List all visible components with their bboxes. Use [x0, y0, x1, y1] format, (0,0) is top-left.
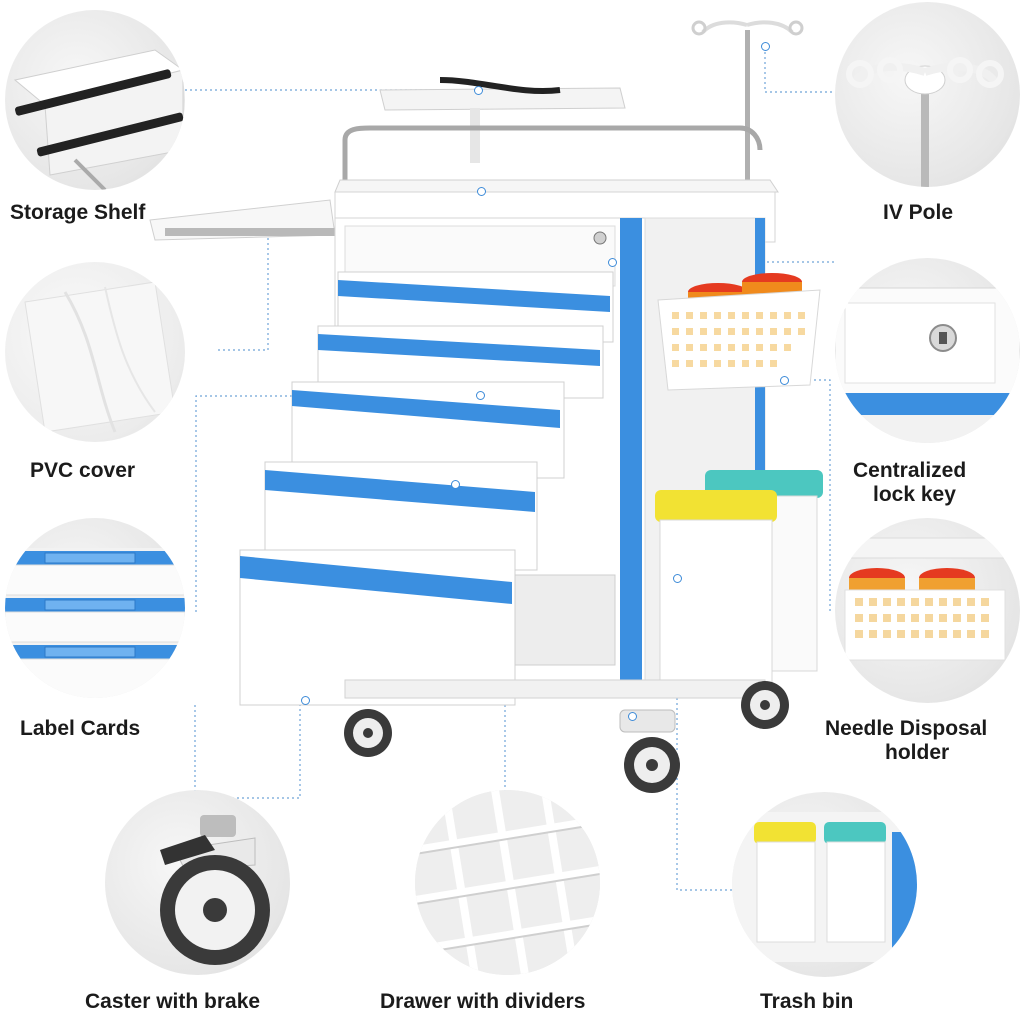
callout-dot-needle — [780, 376, 789, 385]
storage-shelf-label: Storage Shelf — [10, 201, 146, 224]
callout-dot-shelf — [474, 86, 483, 95]
centralized-lock-label-2: lock key — [873, 483, 956, 506]
trash-bin-closeup — [732, 792, 917, 977]
divider-grid-illustration — [415, 790, 600, 975]
dividers-closeup — [415, 790, 600, 975]
callout-dot-dividers — [451, 480, 460, 489]
side-trash-bins — [655, 470, 823, 689]
iv-hook-illustration — [846, 57, 1004, 187]
drawer-dividers-label: Drawer with dividers — [380, 990, 586, 1013]
pvc-sheet-illustration — [24, 281, 176, 433]
needle-holder-label-2: holder — [885, 741, 950, 764]
callout-dot-caster — [628, 712, 637, 721]
pvc-cover-label: PVC cover — [30, 459, 136, 482]
callout-dot-cover — [477, 187, 486, 196]
pullout-shelf — [149, 199, 336, 241]
top-tray — [379, 77, 626, 163]
needle-holder-label-1: Needle Disposal — [825, 717, 988, 740]
pvc-cover-closeup — [5, 262, 185, 442]
callout-dot-ivpole — [761, 42, 770, 51]
caster-wheel-illustration — [160, 815, 270, 965]
caster-closeup — [105, 790, 290, 975]
trash-bin-label: Trash bin — [760, 990, 854, 1013]
sharps-basket — [657, 273, 821, 391]
callout-dot-label — [476, 391, 485, 400]
casters — [344, 681, 789, 793]
iv-pole-closeup — [835, 2, 1020, 187]
needle-holder-closeup — [835, 518, 1020, 703]
caster-brake-label: Caster with brake — [85, 990, 261, 1013]
callout-dot-drawer — [301, 696, 310, 705]
drawers — [239, 271, 616, 706]
iv-pole — [691, 20, 804, 180]
centralized-lock-label-1: Centralized — [853, 459, 967, 482]
iv-pole-label: IV Pole — [883, 201, 954, 224]
label-cards-label: Label Cards — [20, 717, 141, 740]
callout-dot-trash — [673, 574, 682, 583]
needle-basket-illustration — [835, 537, 1020, 661]
callout-dot-lock — [608, 258, 617, 267]
